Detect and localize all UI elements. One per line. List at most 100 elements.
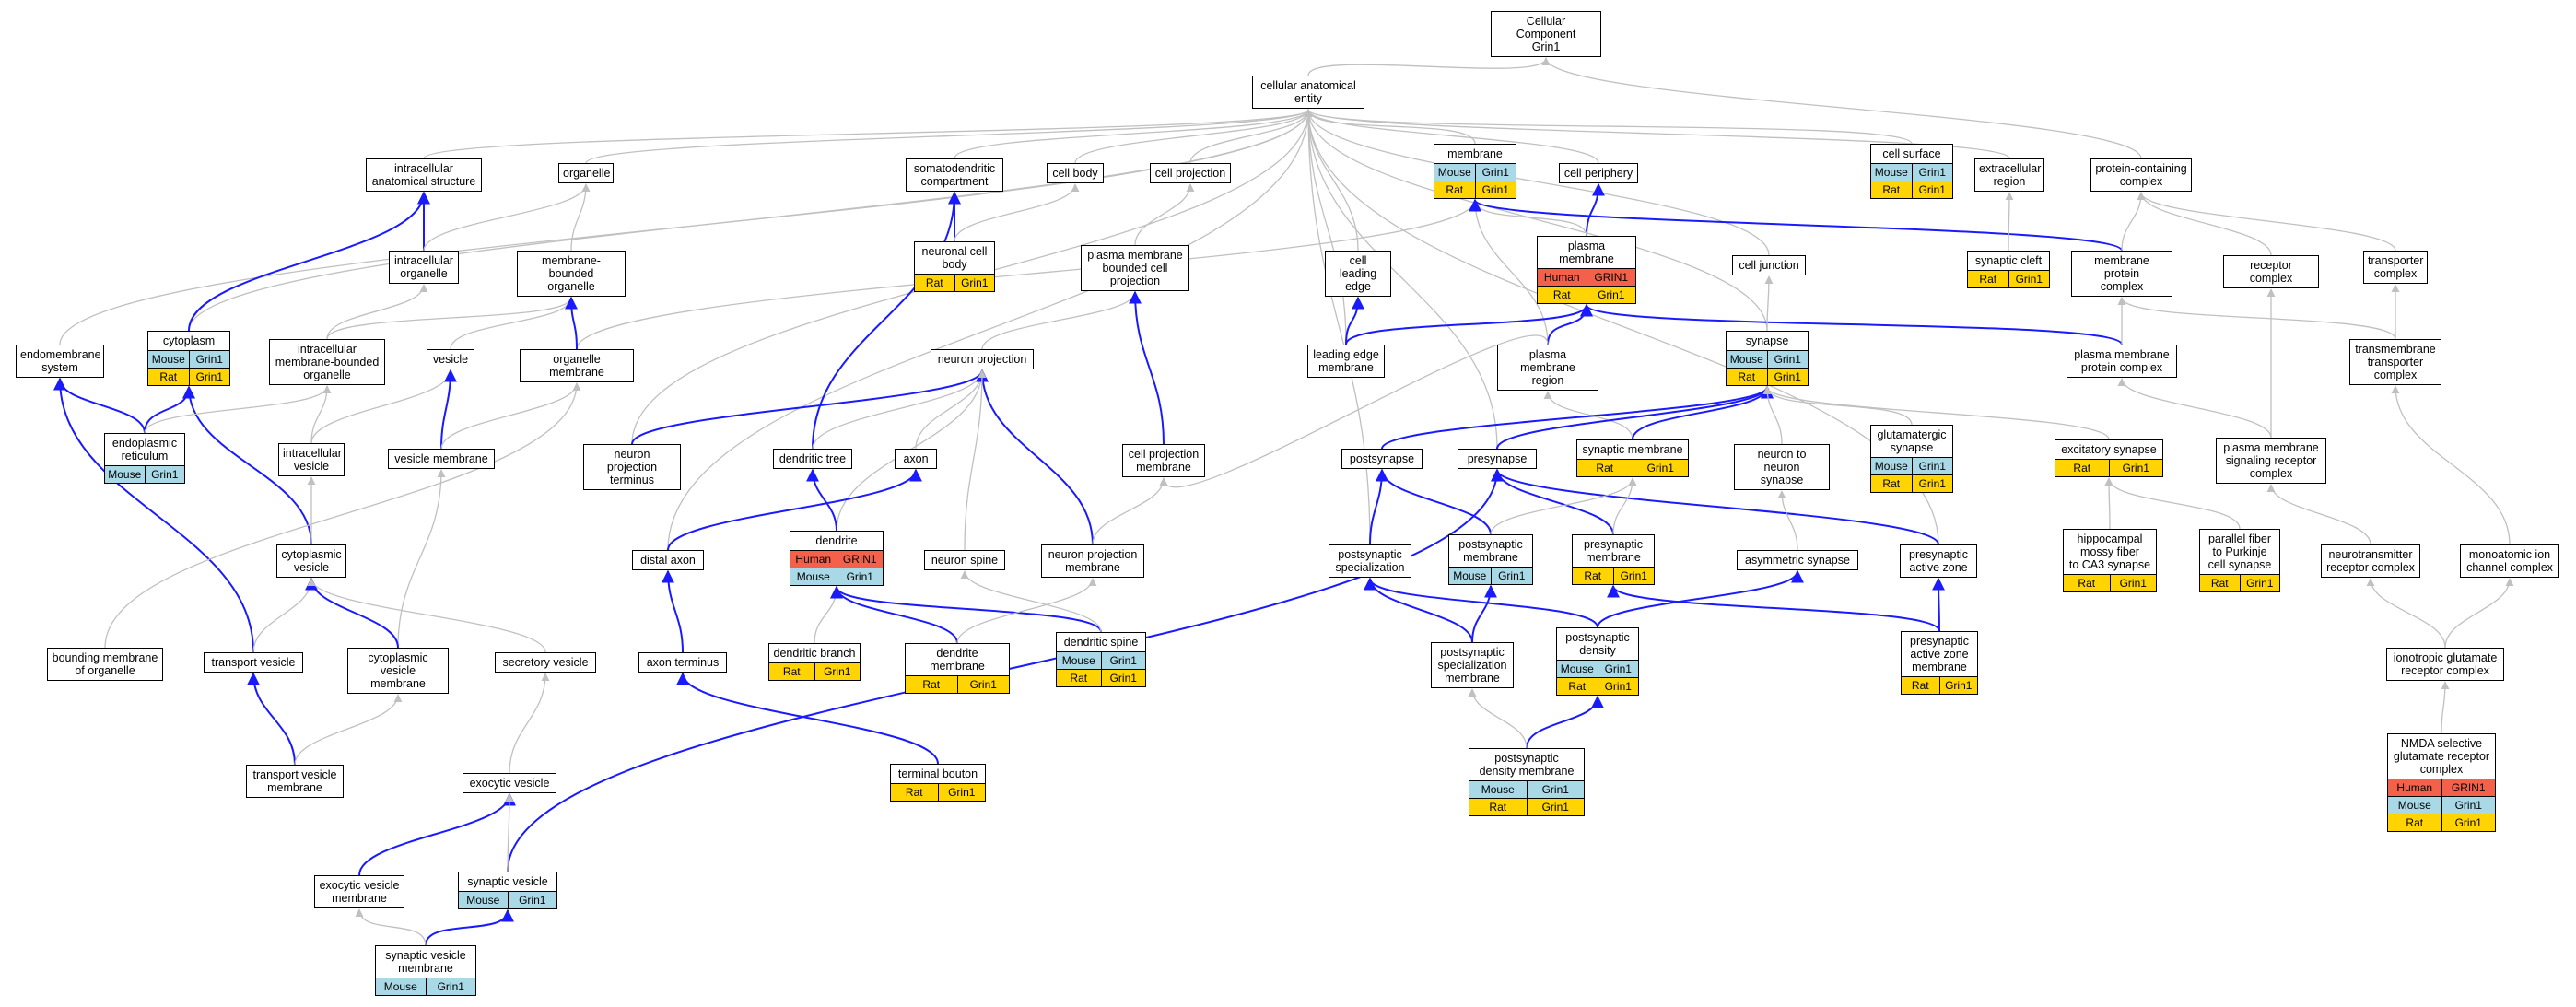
part-of-edge	[1345, 296, 1364, 345]
go-term-label: neurotransmitter receptor complex	[2326, 548, 2415, 574]
go-term-root[interactable]: Cellular Component Grin1	[1491, 11, 1601, 57]
gene-symbol: Grin1	[1774, 353, 1801, 366]
go-term-ntrc[interactable]: neurotransmitter receptor complex	[2321, 544, 2420, 578]
go-term-extracell[interactable]: extracellular region	[1974, 158, 2044, 192]
go-term-neuronproj[interactable]: neuron projection	[931, 349, 1034, 369]
go-term-cytovesicle[interactable]: cytoplasmic vesicle	[276, 544, 346, 578]
go-term-intorg[interactable]: intracellular organelle	[389, 251, 459, 284]
is-a-edge	[576, 199, 1480, 350]
go-term-label: axon	[903, 452, 929, 465]
go-term-pmbcp[interactable]: plasma membrane bounded cell projection	[1081, 245, 1189, 291]
go-term-pmsrc[interactable]: plasma membrane signaling receptor compl…	[2216, 438, 2326, 484]
go-term-cellperiph[interactable]: cell periphery	[1559, 163, 1638, 183]
go-term-mpc[interactable]: membrane protein complex	[2071, 251, 2172, 297]
go-term-vesmem[interactable]: vesicle membrane	[388, 449, 495, 469]
part-of-edge	[1469, 198, 2123, 252]
go-term-pcc[interactable]: protein-containing complex	[2090, 158, 2192, 192]
go-term-transportercomplex[interactable]: transporter complex	[2363, 251, 2428, 284]
go-term-ias[interactable]: intracellular anatomical structure	[366, 158, 482, 192]
go-term-axon[interactable]: axon	[895, 449, 937, 469]
go-term-label: postsynaptic density	[1565, 631, 1630, 657]
go-term-label: transmembrane transporter complex	[2355, 343, 2436, 381]
is-a-edge	[1304, 109, 2010, 159]
go-term-npterminus[interactable]: neuron projection terminus	[583, 444, 681, 490]
species-name: Rat	[2388, 814, 2442, 831]
go-term-mbo[interactable]: membrane-bounded organelle	[517, 251, 626, 297]
go-term-icv[interactable]: intracellular vesicle	[278, 443, 345, 476]
go-term-endomembrane[interactable]: endomembrane system	[16, 345, 104, 378]
go-term-leadingedgemem[interactable]: leading edge membrane	[1307, 345, 1385, 378]
go-term-exoves[interactable]: exocytic vesicle	[463, 773, 556, 793]
go-term-asymsyn[interactable]: asymmetric synapse	[1737, 550, 1858, 570]
go-term-tvm[interactable]: transport vesicle membrane	[246, 765, 344, 798]
go-term-npm[interactable]: neuron projection membrane	[1041, 544, 1144, 578]
go-term-celljunction[interactable]: cell junction	[1732, 255, 1806, 275]
go-term-cpm[interactable]: cell projection membrane	[1122, 444, 1205, 477]
go-term-label: synapse	[1745, 334, 1789, 347]
go-term-evm[interactable]: exocytic vesicle membrane	[314, 875, 404, 908]
go-term-cae[interactable]: cellular anatomical entity	[1252, 76, 1364, 109]
go-term-cellproj[interactable]: cell projection	[1150, 163, 1231, 183]
go-term-micc[interactable]: monoatomic ion channel complex	[2460, 544, 2559, 578]
go-term-psm[interactable]: postsynaptic specialization membrane	[1431, 642, 1514, 688]
go-term-iglurc[interactable]: ionotropic glutamate receptor complex	[2386, 648, 2504, 681]
go-term-distalaxon[interactable]: distal axon	[632, 550, 704, 570]
go-term-presynapse[interactable]: presynapse	[1458, 449, 1537, 469]
go-term-tmtc[interactable]: transmembrane transporter complex	[2349, 339, 2441, 385]
is-a-edge	[1304, 109, 1599, 164]
go-term-receptorcomplex[interactable]: receptor complex	[2223, 255, 2319, 288]
go-term-secves[interactable]: secretory vesicle	[495, 652, 596, 673]
go-term-sdc[interactable]: somatodendritic compartment	[906, 158, 1003, 192]
go-term-cellbody[interactable]: cell body	[1047, 163, 1104, 183]
go-term-nmda[interactable]: NMDA selective glutamate receptor comple…	[2387, 733, 2496, 832]
go-term-pmregion[interactable]: plasma membrane region	[1497, 345, 1598, 391]
go-term-postspec[interactable]: postsynaptic specialization	[1329, 544, 1411, 578]
go-term-cvm[interactable]: cytoplasmic vesicle membrane	[347, 648, 449, 694]
part-of-edge	[1580, 303, 2123, 345]
go-term-n2n[interactable]: neuron to neuron synapse	[1734, 444, 1830, 490]
go-term-organelle[interactable]: organelle	[558, 163, 614, 183]
go-term-imbo[interactable]: intracellular membrane-bounded organelle	[269, 339, 385, 385]
is-a-edge	[2005, 192, 2014, 252]
go-term-axonterm[interactable]: axon terminus	[638, 652, 727, 673]
is-a-edge	[2117, 378, 2272, 439]
go-term-bmo[interactable]: bounding membrane of organelle	[47, 648, 163, 681]
go-term-neuronspine[interactable]: neuron spine	[924, 550, 1005, 570]
go-term-cle[interactable]: cell leading edge	[1325, 251, 1391, 297]
go-term-pmpc[interactable]: plasma membrane protein complex	[2067, 345, 2177, 378]
go-term-transportves[interactable]: transport vesicle	[204, 652, 303, 673]
go-term-vesicle[interactable]: vesicle	[427, 349, 474, 369]
go-term-dendtree[interactable]: dendritic tree	[773, 449, 852, 469]
go-term-postsynapse[interactable]: postsynapse	[1341, 449, 1423, 469]
go-term-label: parallel fiber to Purkinje cell synapse	[2207, 533, 2272, 571]
go-term-paz[interactable]: presynaptic active zone	[1900, 544, 1977, 578]
go-term-orgmem[interactable]: organelle membrane	[520, 349, 634, 382]
